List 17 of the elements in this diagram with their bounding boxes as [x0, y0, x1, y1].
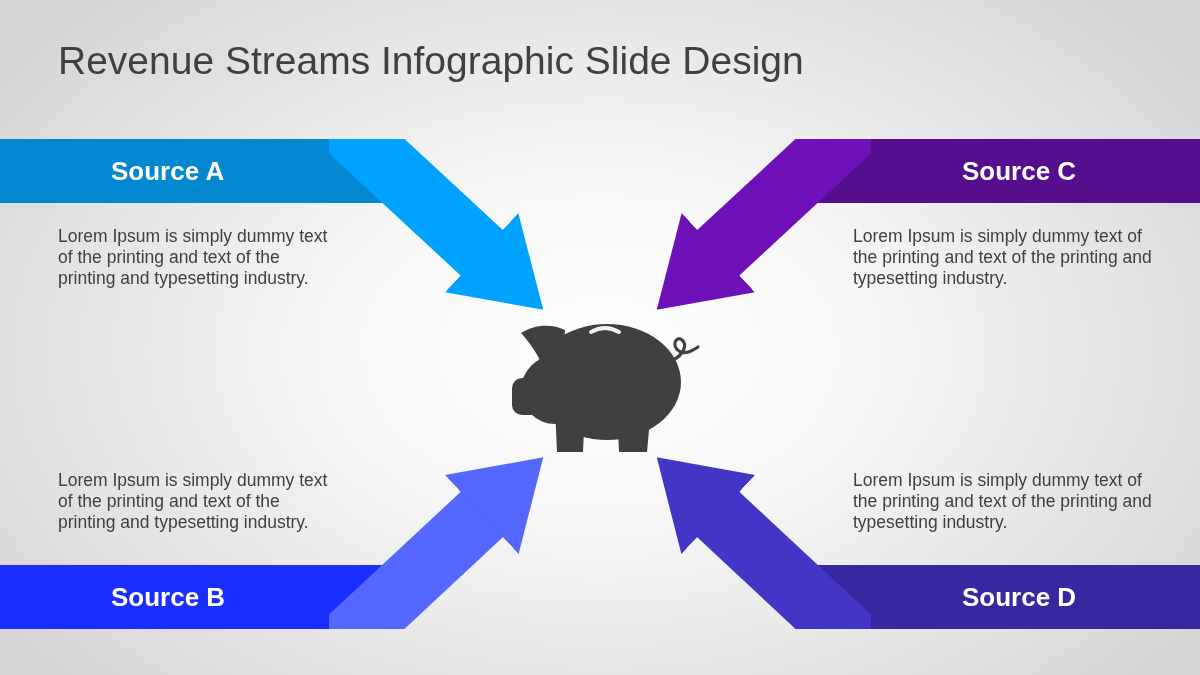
block-arrow: [656, 457, 871, 629]
description-text: Lorem Ipsum is simply dummy text of the printing and text of the printing and typesetting industry.: [853, 226, 1153, 289]
block-arrow: [656, 139, 871, 310]
block-arrow: [329, 457, 544, 629]
description-text: Lorem Ipsum is simply dummy text of the printing and text of the printing and typesetting industry.: [58, 470, 329, 533]
source-banner: [817, 139, 1200, 203]
banner-label: Source B: [111, 582, 226, 612]
banner-label: Source A: [111, 156, 225, 186]
source-banner: [0, 565, 383, 629]
source-banner: [817, 565, 1200, 629]
banner-label: Source D: [962, 582, 1077, 612]
description-text: Lorem Ipsum is simply dummy text of the printing and text of the printing and typesetting industry.: [853, 470, 1153, 533]
banner-label: Source C: [962, 156, 1077, 186]
block-arrow: [329, 139, 544, 310]
slide-title: Revenue Streams Infographic Slide Design: [58, 38, 804, 83]
description-text: Lorem Ipsum is simply dummy text of the printing and text of the printing and typesetting industry.: [58, 226, 329, 289]
source-banner: [0, 139, 383, 203]
